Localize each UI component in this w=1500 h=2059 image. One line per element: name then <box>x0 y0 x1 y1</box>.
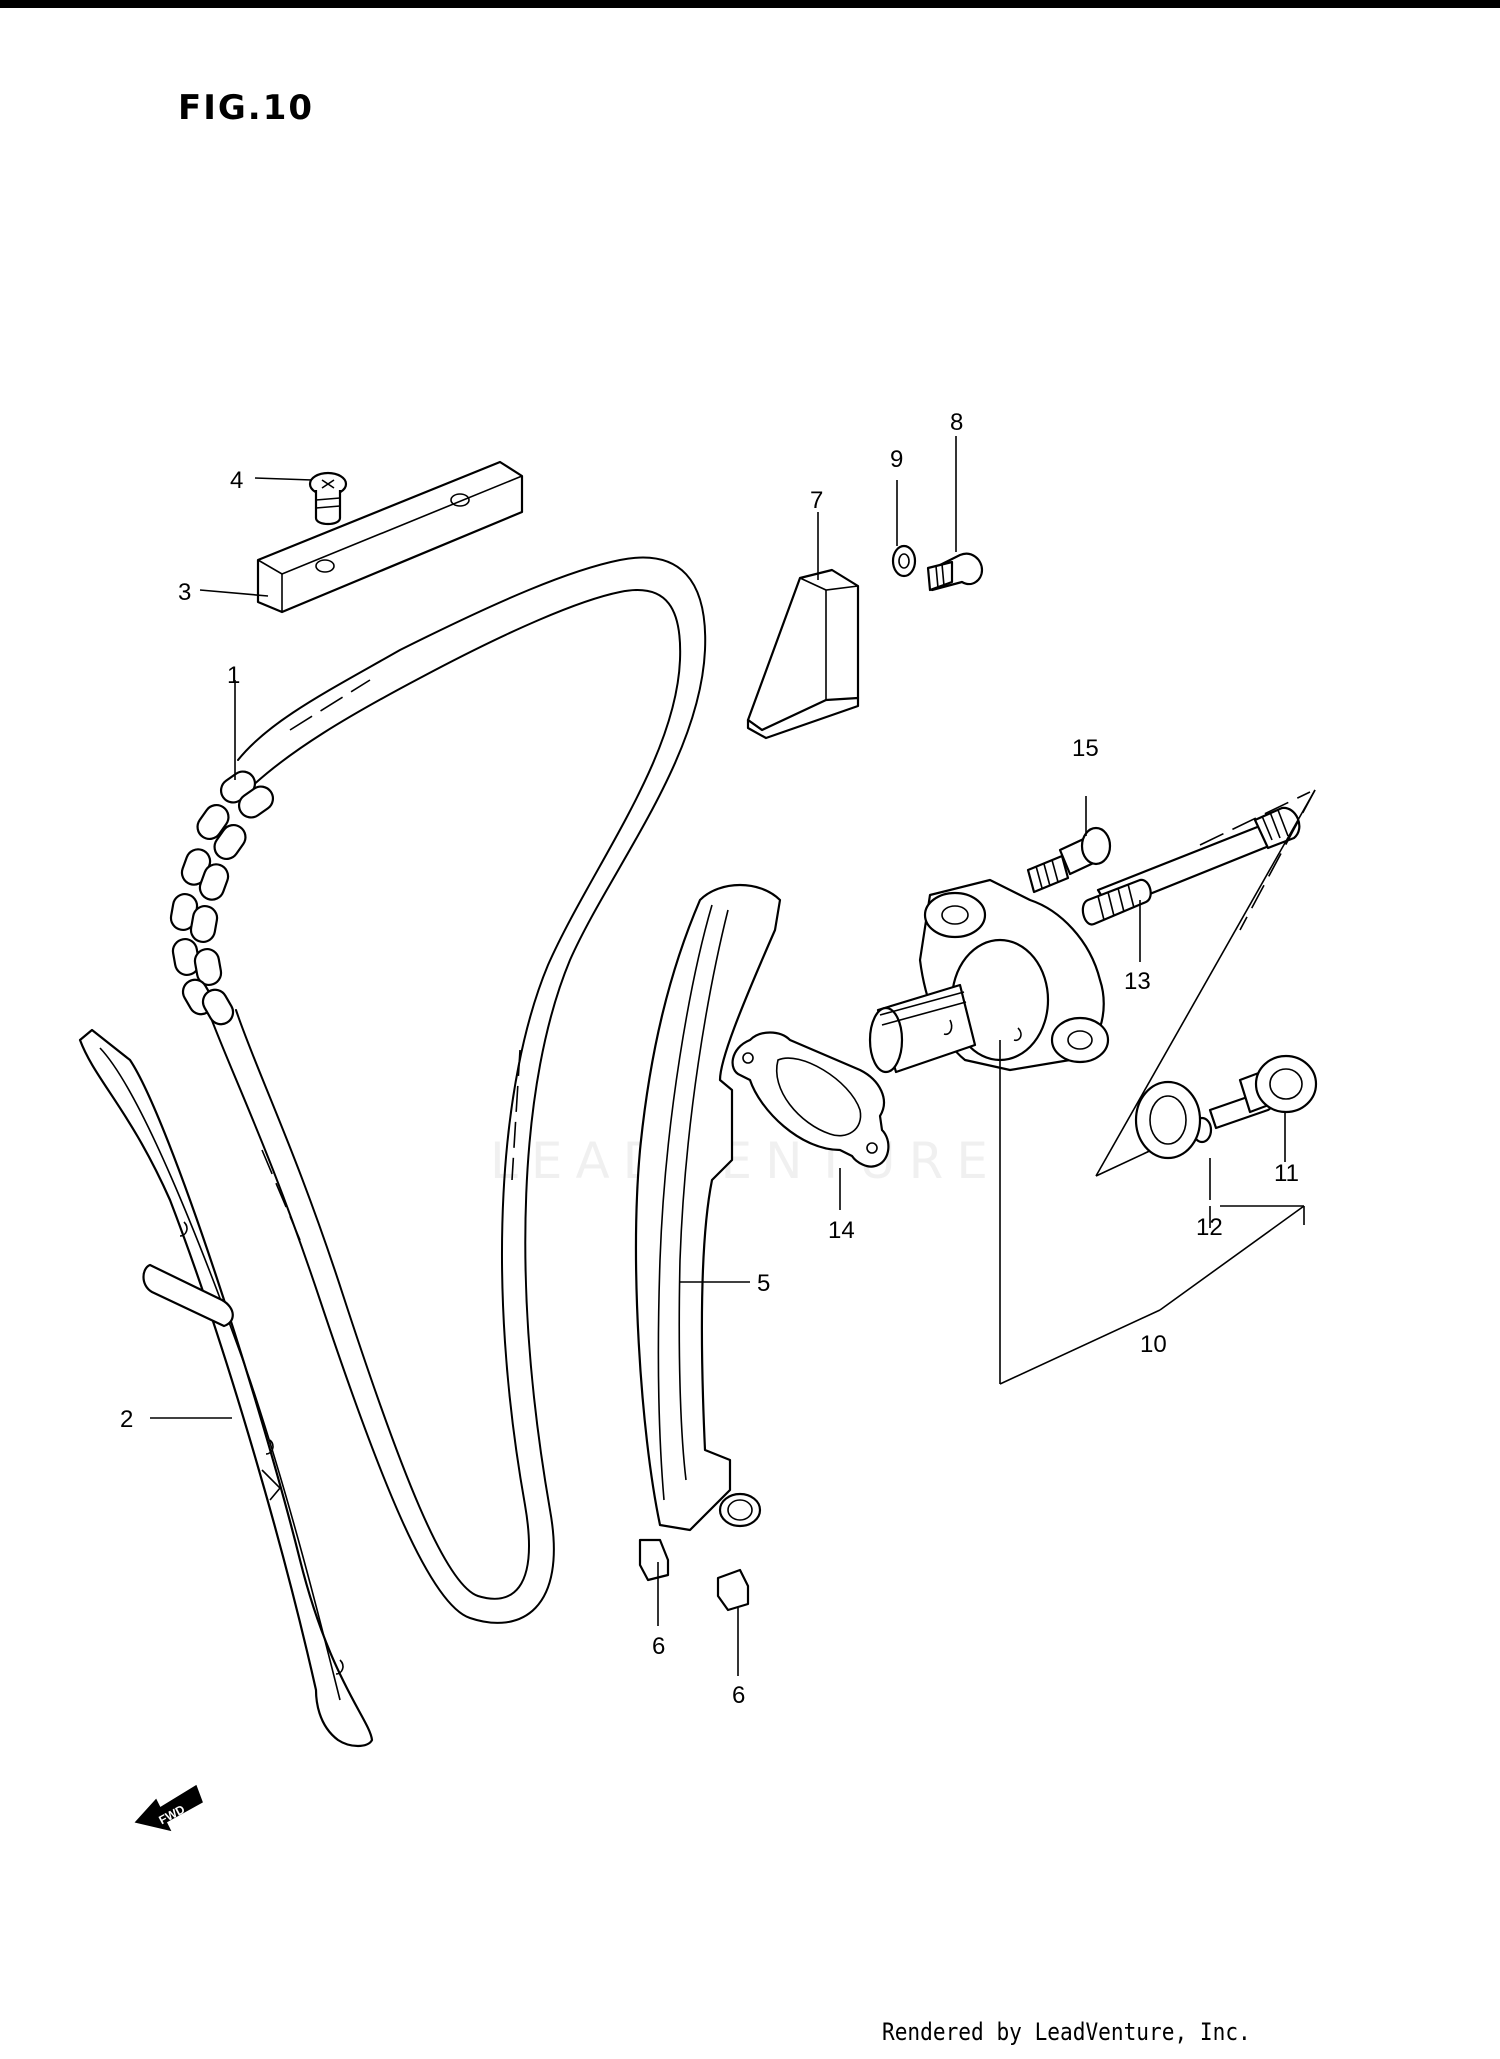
callout-14: 14 <box>828 1217 855 1244</box>
callout-5: 5 <box>757 1270 770 1297</box>
figure-title: FIG.10 <box>178 88 315 128</box>
tensioner-mount-bolt <box>1026 826 1112 894</box>
cam-chain <box>169 556 707 1624</box>
callout-10: 10 <box>1140 1331 1167 1358</box>
tensioner-gasket <box>731 1031 890 1168</box>
top-border <box>0 0 1500 8</box>
cam-chain-tensioner <box>868 878 1305 1385</box>
watermark: LEADVENTURE <box>490 1132 1001 1190</box>
callout-2: 2 <box>120 1406 133 1433</box>
tensioner-spring-rod <box>1081 789 1316 1177</box>
chain-links <box>169 770 275 1026</box>
callout-7: 7 <box>810 487 823 514</box>
callout-11: 11 <box>1274 1160 1299 1187</box>
callout-8: 8 <box>950 409 963 436</box>
callout-13: 13 <box>1124 968 1151 995</box>
callout-6b: 6 <box>732 1682 745 1709</box>
callout-labels: 1 2 3 4 5 6 6 7 8 9 10 11 12 13 14 15 <box>120 409 1299 1709</box>
callout-12: 12 <box>1196 1214 1223 1241</box>
fwd-arrow-icon: FWD <box>134 1784 203 1832</box>
callout-9: 9 <box>890 446 903 473</box>
tensioner-cap-bolt <box>1134 1054 1318 1160</box>
top-chain-guide <box>256 460 524 614</box>
leader-lines <box>150 436 1286 1676</box>
callout-6a: 6 <box>652 1633 665 1660</box>
cushion-block <box>746 568 860 740</box>
tensioner-bolt-and-washer <box>891 544 984 592</box>
callout-3: 3 <box>178 579 191 606</box>
footer-credit: Rendered by LeadVenture, Inc. <box>882 2018 1251 2046</box>
front-chain-guide <box>78 1028 374 1748</box>
tensioner-chain-guide <box>634 883 782 1612</box>
callout-4: 4 <box>230 467 243 494</box>
callout-15: 15 <box>1072 735 1099 762</box>
guide-screw <box>308 471 348 526</box>
callout-1: 1 <box>227 662 240 689</box>
